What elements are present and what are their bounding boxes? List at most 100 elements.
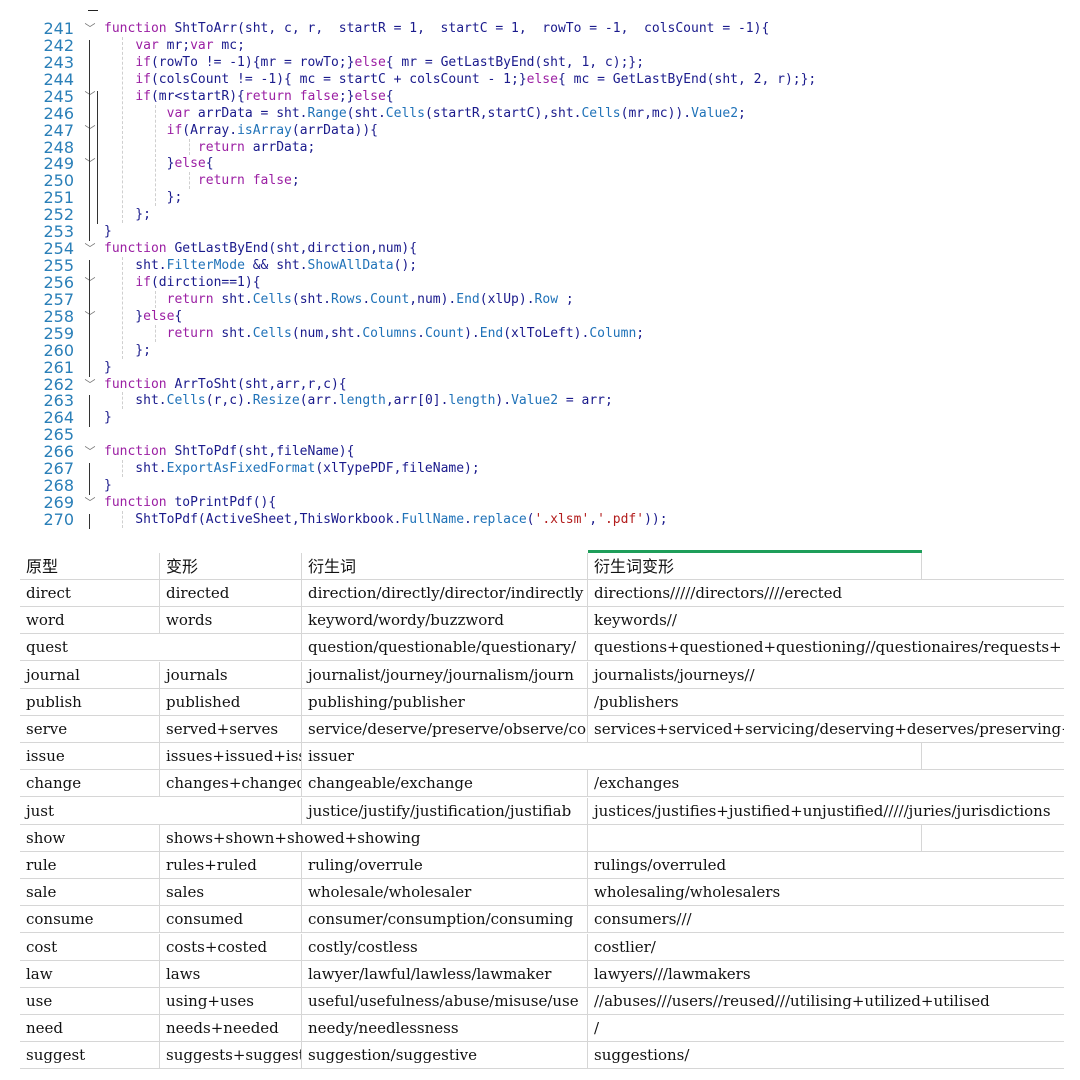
fold-chevron-icon[interactable]: ﹀: [84, 275, 96, 289]
code-line[interactable]: 252 };: [0, 206, 1080, 223]
cell-derivative[interactable]: lawyer/lawful/lawless/lawmaker: [302, 960, 588, 988]
header-cell-variant[interactable]: 变形: [160, 553, 302, 580]
code-line[interactable]: 263 sht.Cells(r,c).Resize(arr.length,arr…: [0, 392, 1080, 409]
cell-empty[interactable]: [922, 580, 1064, 607]
cell-empty[interactable]: [922, 1015, 1064, 1042]
cell-variant[interactable]: changes+changed: [160, 770, 302, 798]
cell-derivative[interactable]: costly/costless: [302, 933, 588, 961]
code-line[interactable]: 255 sht.FilterMode && sht.ShowAllData();: [0, 257, 1080, 274]
cell-derivative[interactable]: suggestion/suggestive: [302, 1042, 588, 1070]
cell-derivative[interactable]: service/deserve/preserve/observe/co: [302, 716, 588, 743]
code-line[interactable]: 267 sht.ExportAsFixedFormat(xlTypePDF,fi…: [0, 460, 1080, 477]
code-line[interactable]: 245﹀ if(mr<startR){return false;}else{: [0, 88, 1080, 105]
cell-derivative-variant[interactable]: lawyers///lawmakers: [594, 964, 751, 983]
code-line[interactable]: 250 return false;: [0, 172, 1080, 189]
cell-derivative-variant[interactable]: consumers///: [594, 910, 692, 929]
cell-empty[interactable]: [922, 689, 1064, 716]
header-cell-derivative-variant[interactable]: 衍生词变形: [588, 553, 922, 580]
cell-variant[interactable]: [160, 797, 302, 825]
cell-derivative-variant[interactable]: /: [594, 1019, 600, 1038]
cell-derivative[interactable]: keyword/wordy/buzzword: [302, 607, 588, 635]
cell-empty[interactable]: [922, 1042, 1064, 1069]
cell-empty[interactable]: [922, 852, 1064, 879]
cell-prototype[interactable]: use: [20, 988, 160, 1015]
header-cell-empty[interactable]: [922, 553, 1064, 580]
cell-derivative-variant[interactable]: suggestions/: [594, 1046, 690, 1065]
code-line[interactable]: 247﹀ if(Array.isArray(arrData)){: [0, 122, 1080, 139]
cell-derivative[interactable]: changeable/exchange: [302, 770, 588, 798]
cell-derivative-variant[interactable]: keywords//: [594, 611, 677, 630]
cell-derivative-variant[interactable]: [588, 824, 922, 852]
cell-prototype[interactable]: need: [20, 1015, 160, 1043]
fold-chevron-icon[interactable]: ﹀: [84, 309, 96, 323]
cell-variant[interactable]: laws: [160, 960, 302, 988]
cell-prototype[interactable]: show: [20, 824, 160, 852]
cell-prototype[interactable]: sale: [20, 879, 160, 907]
cell-derivative[interactable]: useful/usefulness/abuse/misuse/use: [302, 988, 588, 1015]
cell-derivative[interactable]: question/questionable/questionary/: [302, 634, 588, 662]
cell-derivative[interactable]: consumer/consumption/consuming: [302, 906, 588, 934]
code-line[interactable]: 268}: [0, 477, 1080, 494]
cell-variant[interactable]: [160, 634, 302, 662]
code-line[interactable]: 251 };: [0, 189, 1080, 206]
cell-variant[interactable]: directed: [160, 580, 302, 607]
cell-variant[interactable]: published: [160, 688, 302, 716]
fold-chevron-icon[interactable]: ﹀: [84, 445, 96, 459]
code-line[interactable]: 242 var mr;var mc;: [0, 37, 1080, 54]
cell-prototype[interactable]: issue: [20, 743, 160, 771]
cell-variant[interactable]: using+uses: [160, 988, 302, 1015]
cell-prototype[interactable]: word: [20, 607, 160, 635]
code-line[interactable]: 253}: [0, 223, 1080, 240]
cell-variant[interactable]: shows+shown+showed+showing: [166, 828, 421, 847]
cell-derivative-variant[interactable]: /exchanges: [594, 774, 680, 793]
cell-derivative-variant[interactable]: questions+questioned+questioning//questi…: [594, 638, 1062, 657]
code-line[interactable]: 262﹀function ArrToSht(sht,arr,r,c){: [0, 376, 1080, 393]
cell-derivative[interactable]: journalist/journey/journalism/journ: [302, 661, 588, 689]
code-line[interactable]: 257 return sht.Cells(sht.Rows.Count,num)…: [0, 291, 1080, 308]
code-line[interactable]: 266﹀function ShtToPdf(sht,fileName){: [0, 443, 1080, 460]
cell-variant[interactable]: journals: [160, 661, 302, 689]
cell-empty[interactable]: [922, 770, 1064, 797]
cell-variant[interactable]: rules+ruled: [160, 852, 302, 879]
cell-derivative[interactable]: direction/directly/director/indirectly: [302, 580, 588, 607]
cell-derivative-variant[interactable]: /publishers: [594, 692, 679, 711]
fold-chevron-icon[interactable]: ﹀: [84, 157, 96, 171]
cell-prototype[interactable]: change: [20, 770, 160, 798]
fold-chevron-icon[interactable]: ﹀: [84, 496, 96, 510]
cell-variant[interactable]: sales: [160, 879, 302, 907]
cell-derivative-variant[interactable]: directions/////directors////erected: [594, 584, 843, 602]
code-line[interactable]: 270 ShtToPdf(ActiveSheet,ThisWorkbook.Fu…: [0, 511, 1080, 528]
cell-variant[interactable]: words: [160, 607, 302, 635]
header-cell-derivative[interactable]: 衍生词: [302, 553, 588, 580]
fold-chevron-icon[interactable]: ﹀: [84, 22, 96, 35]
code-line[interactable]: 265: [0, 426, 1080, 443]
header-cell-prototype[interactable]: 原型: [20, 553, 160, 580]
cell-empty[interactable]: [922, 906, 1064, 933]
cell-prototype[interactable]: suggest: [20, 1042, 160, 1070]
cell-variant[interactable]: suggests+suggesting: [160, 1042, 302, 1070]
cell-derivative[interactable]: justice/justify/justification/justifiab: [302, 797, 588, 825]
fold-chevron-icon[interactable]: ﹀: [84, 89, 96, 103]
fold-chevron-icon[interactable]: ﹀: [84, 242, 96, 256]
cell-empty[interactable]: [922, 934, 1064, 961]
fold-chevron-icon[interactable]: ﹀: [84, 377, 96, 391]
code-line[interactable]: 244 if(colsCount != -1){ mc = startC + c…: [0, 71, 1080, 88]
code-line[interactable]: 259 return sht.Cells(num,sht.Columns.Cou…: [0, 325, 1080, 342]
cell-derivative-variant[interactable]: rulings/overruled: [594, 856, 727, 874]
cell-empty[interactable]: [922, 825, 1064, 852]
code-line[interactable]: 248 return arrData;: [0, 139, 1080, 156]
cell-derivative[interactable]: ruling/overrule: [302, 852, 588, 879]
cell-derivative-variant[interactable]: services+serviced+servicing/deserving+de…: [594, 720, 1064, 738]
cell-derivative[interactable]: needy/needlessness: [302, 1015, 588, 1043]
code-line[interactable]: 249﹀ }else{: [0, 155, 1080, 172]
code-line[interactable]: 256﹀ if(dirction==1){: [0, 274, 1080, 291]
cell-variant[interactable]: costs+costed: [160, 933, 302, 961]
code-line[interactable]: 258﹀ }else{: [0, 308, 1080, 325]
cell-derivative-variant[interactable]: //abuses///users//reused///utilising+uti…: [594, 992, 990, 1010]
code-line[interactable]: 241﹀function ShtToArr(sht, c, r, startR …: [0, 20, 1080, 37]
cell-prototype[interactable]: publish: [20, 688, 160, 716]
cell-derivative-variant[interactable]: wholesaling/wholesalers: [594, 883, 781, 902]
cell-prototype[interactable]: journal: [20, 661, 160, 689]
cell-prototype[interactable]: law: [20, 960, 160, 988]
cell-empty[interactable]: [922, 607, 1064, 634]
